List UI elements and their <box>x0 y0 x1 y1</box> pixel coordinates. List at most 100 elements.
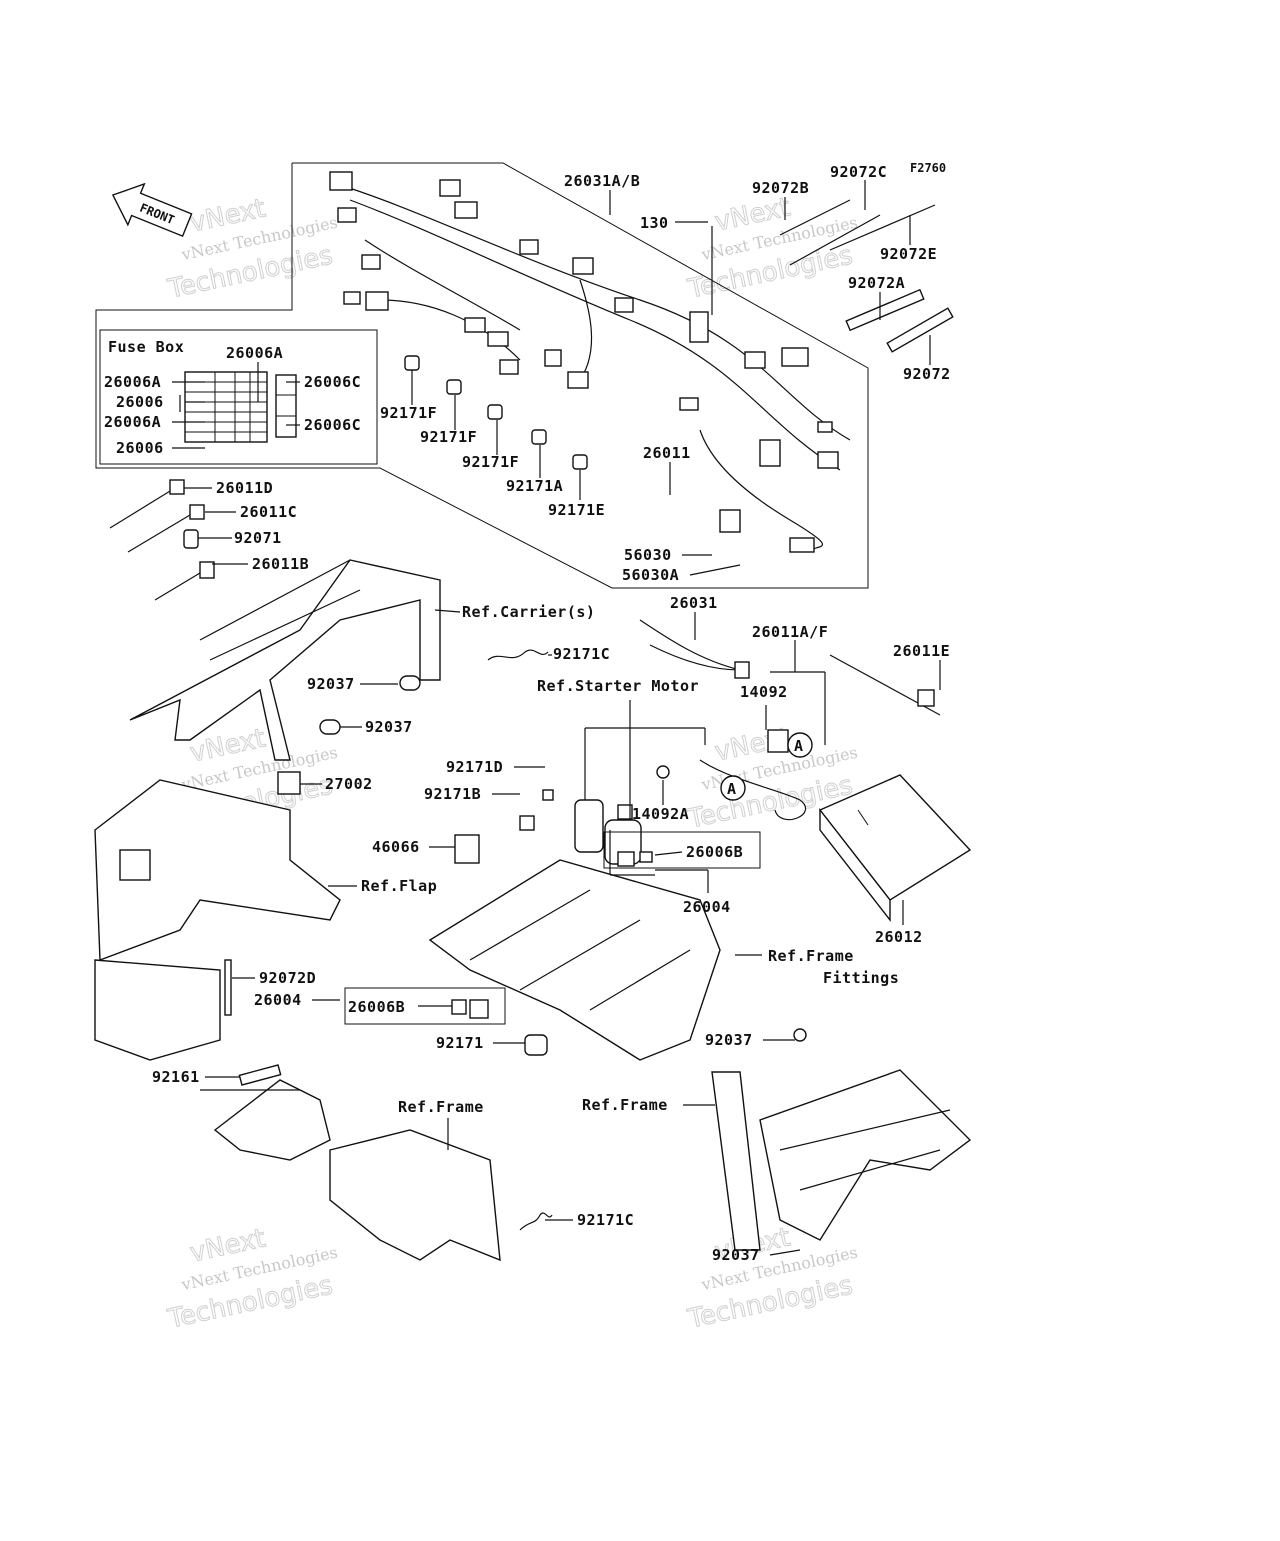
reference-label: Ref.Starter Motor <box>537 677 699 695</box>
leader-lines <box>184 180 941 1256</box>
fuse-icon <box>617 851 635 867</box>
part-number-label: 92171D <box>446 758 503 776</box>
part-number-label: 26011A/F <box>752 623 828 641</box>
part-number-label: 26011C <box>240 503 297 521</box>
reference-marker <box>787 732 813 758</box>
watermark: vNext vNext Technologies Technologies <box>684 192 859 305</box>
part-number-label: 26004 <box>254 991 302 1009</box>
fuse-icon <box>469 999 489 1019</box>
part-number-label: 14092A <box>632 805 689 823</box>
frame-bracket-icon <box>200 1064 501 1262</box>
part-number-label: 92171C <box>553 645 610 663</box>
fuse-block-icon <box>184 371 297 443</box>
fuse-label: 26006A <box>104 373 161 391</box>
part-number-label: 26006B <box>348 998 405 1016</box>
sub-harness-icon <box>109 479 215 601</box>
part-number-label: 46066 <box>372 838 420 856</box>
reference-marker-label: A <box>727 780 737 798</box>
part-number-label: 26006B <box>686 843 743 861</box>
part-number-label: 92171E <box>548 501 605 519</box>
fuse-icon <box>451 999 467 1015</box>
part-number-label: 130 <box>640 214 669 232</box>
harness-group-outline <box>95 162 869 589</box>
part-number-label: 26011B <box>252 555 309 573</box>
fuse-label: 26006C <box>304 416 361 434</box>
reference-label: Ref.Frame <box>768 947 854 965</box>
clamp-icon <box>319 719 341 735</box>
clamp-icon <box>524 1034 548 1056</box>
part-number-label: 56030A <box>622 566 679 584</box>
part-number-label: 92072A <box>848 274 905 292</box>
callout-labels: 26031A/B 130 92072B 92072C 92072E 92072A… <box>152 163 951 1264</box>
reference-label: Ref.Flap <box>361 877 437 895</box>
part-number-label: 56030 <box>624 546 672 564</box>
part-number-label: 92072D <box>259 969 316 987</box>
ignitor-icon <box>277 771 301 795</box>
clip-icon <box>542 789 554 801</box>
reference-marker-label: A <box>794 737 804 755</box>
part-number-label: 27002 <box>325 775 373 793</box>
clip-icon <box>519 815 535 831</box>
part-number-label: 26004 <box>683 898 731 916</box>
cable-tie-icon <box>779 199 954 353</box>
watermark: vNext vNext Technologies Technologies <box>684 1222 859 1335</box>
fuse-label: 26006A <box>226 344 283 362</box>
part-number-label: 92072C <box>830 163 887 181</box>
fuse-label: 26006 <box>116 393 164 411</box>
watermark: vNext vNext Technologies Technologies <box>164 193 339 305</box>
clamp-icon <box>399 675 421 691</box>
reference-label: Ref.Frame <box>582 1096 668 1114</box>
part-number-label: 92037 <box>712 1246 760 1264</box>
callout-box <box>603 831 761 869</box>
figure-code: F2760 <box>910 161 946 175</box>
battery-icon <box>818 774 972 923</box>
part-number-label: 92171F <box>380 404 437 422</box>
part-number-label: 26011D <box>216 479 273 497</box>
fuse-box-title: Fuse Box <box>108 338 184 356</box>
reference-label: Ref.Frame <box>398 1098 484 1116</box>
battery-cable <box>699 759 807 821</box>
part-number-label: 92037 <box>705 1031 753 1049</box>
starter-relay-icon <box>574 799 642 865</box>
part-number-label: 14092 <box>740 683 788 701</box>
part-number-label: 26031A/B <box>564 172 640 190</box>
rear-harness-icon <box>639 619 941 716</box>
reference-marker <box>720 775 746 801</box>
part-number-label: 92171F <box>462 453 519 471</box>
main-wiring-harness-icon <box>329 171 851 553</box>
fuse-box-inset <box>99 329 378 465</box>
part-number-label: 92171F <box>420 428 477 446</box>
part-number-label: 92171A <box>506 477 563 495</box>
part-number-label: 92071 <box>234 529 282 547</box>
part-number-label: 92161 <box>152 1068 200 1086</box>
part-number-label: 92037 <box>307 675 355 693</box>
part-number-label: 26011 <box>643 444 691 462</box>
fuse-label: 26006A <box>104 413 161 431</box>
relay-icon <box>454 834 480 864</box>
part-number-label: 92072 <box>903 365 951 383</box>
cable-tie-icon <box>224 959 232 1016</box>
fuse-leader-lines <box>172 362 300 449</box>
part-number-label: 26011E <box>893 642 950 660</box>
wire-clip-icon <box>519 1212 553 1231</box>
watermark: vNext vNext Technologies Technologies <box>164 1223 339 1335</box>
wire-clip-icon <box>487 649 549 661</box>
fuse-label: 26006C <box>304 373 361 391</box>
fuse-label: 26006 <box>116 439 164 457</box>
battery-tray-icon <box>428 859 721 1061</box>
part-number-label: 92171B <box>424 785 481 803</box>
part-number-label: 26012 <box>875 928 923 946</box>
part-number-label: 92072B <box>752 179 809 197</box>
reference-label: Fittings <box>823 969 899 987</box>
part-number-label: 26031 <box>670 594 718 612</box>
part-number-label: 92072E <box>880 245 937 263</box>
callout-box <box>344 987 506 1025</box>
part-number-label: 92171C <box>577 1211 634 1229</box>
front-arrow-icon: FRONT <box>111 182 193 238</box>
carrier-frame-icon <box>129 559 441 761</box>
reference-label: Ref.Carrier(s) <box>462 603 595 621</box>
nut-icon <box>656 765 670 779</box>
part-number-label: 92037 <box>365 718 413 736</box>
